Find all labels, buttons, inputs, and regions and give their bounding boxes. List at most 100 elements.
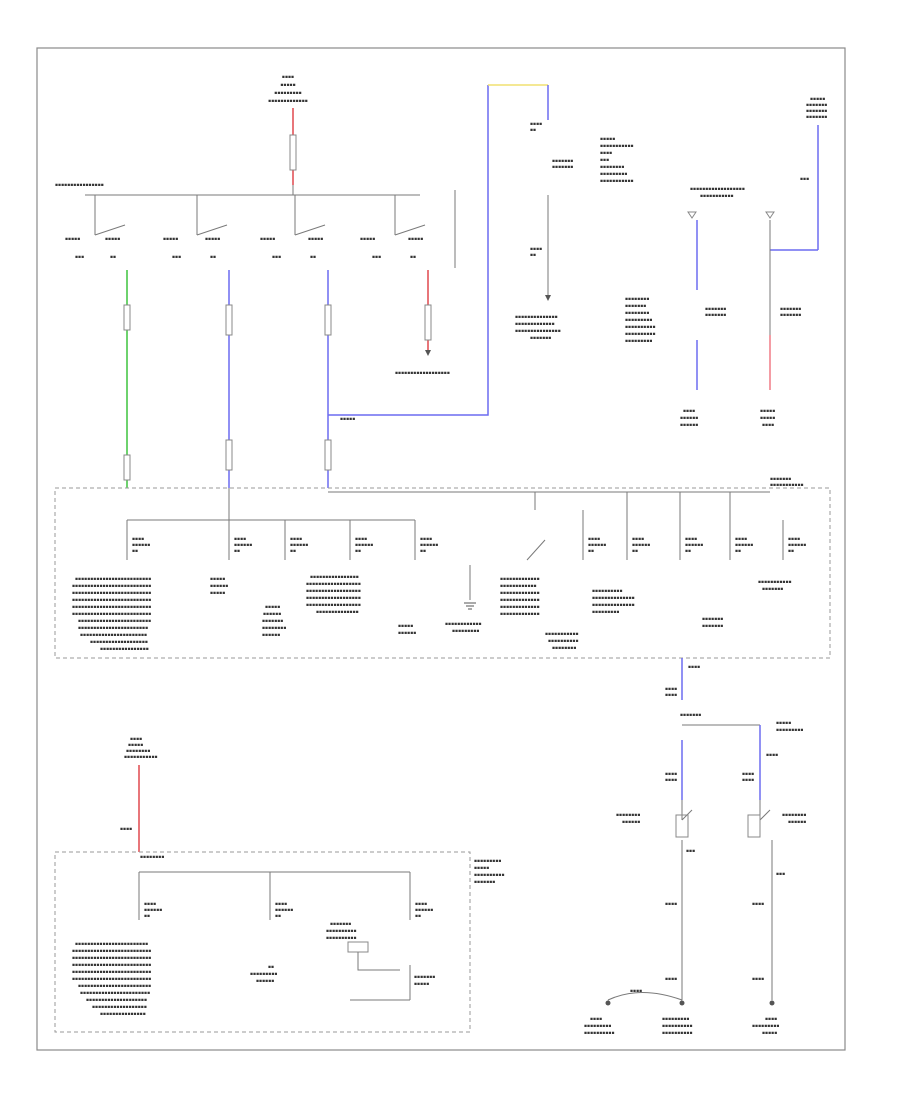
connector-icon — [225, 304, 233, 336]
fuse-icon: ▪▪▪▪▪▪▪▪▪▪▪▪ — [228, 520, 252, 560]
svg-text:▪▪: ▪▪ — [268, 965, 274, 970]
svg-text:▪▪▪▪▪: ▪▪▪▪▪ — [474, 866, 489, 871]
svg-text:▪▪▪▪▪▪▪: ▪▪▪▪▪▪▪ — [552, 165, 573, 170]
svg-text:▪▪▪▪▪▪▪▪: ▪▪▪▪▪▪▪▪ — [625, 311, 649, 316]
center-relay-block: ▪▪▪▪ ▪▪ ▪▪▪▪▪▪▪ ▪▪▪▪▪▪▪ ▪▪▪▪▪ ▪▪▪▪▪▪▪▪▪▪… — [515, 122, 634, 341]
svg-text:▪▪▪▪▪▪: ▪▪▪▪▪▪ — [263, 612, 281, 617]
svg-text:▪▪▪▪: ▪▪▪▪ — [665, 693, 677, 698]
svg-text:▪▪▪▪▪▪▪: ▪▪▪▪▪▪▪ — [414, 975, 435, 980]
junction-fuse-taps: ▪▪▪▪▪▪▪▪▪▪▪▪ ▪▪▪▪▪▪▪▪▪▪▪▪ ▪▪▪▪▪▪▪▪▪▪▪▪ ▪… — [126, 492, 806, 561]
svg-text:▪▪: ▪▪ — [632, 549, 638, 554]
switch-output-wires: ▪▪▪▪▪▪▪▪▪▪▪▪▪▪▪▪▪▪ — [123, 270, 450, 488]
svg-text:▪▪▪▪: ▪▪▪▪ — [632, 537, 644, 542]
svg-text:▪▪▪▪▪▪: ▪▪▪▪▪▪ — [420, 543, 438, 548]
svg-text:▪▪▪▪: ▪▪▪▪ — [130, 737, 142, 742]
svg-text:▪▪▪▪▪▪▪▪▪: ▪▪▪▪▪▪▪▪▪ — [474, 859, 501, 864]
fuse-icon: ▪▪▪▪▪▪▪▪▪▪▪▪ — [729, 492, 753, 560]
svg-text:▪▪▪▪▪: ▪▪▪▪▪ — [210, 577, 225, 582]
svg-text:▪▪▪▪▪▪▪▪▪▪▪▪▪▪▪▪▪▪▪▪▪▪▪▪▪▪: ▪▪▪▪▪▪▪▪▪▪▪▪▪▪▪▪▪▪▪▪▪▪▪▪▪▪ — [72, 970, 151, 975]
svg-text:▪▪▪▪▪▪▪▪▪▪▪▪▪▪▪▪▪▪▪▪▪▪▪▪: ▪▪▪▪▪▪▪▪▪▪▪▪▪▪▪▪▪▪▪▪▪▪▪▪ — [75, 942, 148, 947]
svg-text:▪▪▪▪▪▪: ▪▪▪▪▪▪ — [275, 908, 293, 913]
diagram-frame — [36, 47, 846, 1051]
svg-text:▪▪▪▪▪▪▪▪▪▪▪▪▪▪▪▪▪▪▪▪▪▪▪▪▪▪: ▪▪▪▪▪▪▪▪▪▪▪▪▪▪▪▪▪▪▪▪▪▪▪▪▪▪ — [72, 956, 151, 961]
svg-text:▪▪▪▪▪▪▪▪▪: ▪▪▪▪▪▪▪▪▪ — [452, 629, 479, 634]
svg-text:▪▪▪▪: ▪▪▪▪ — [685, 537, 697, 542]
connector-icon — [324, 439, 332, 471]
svg-text:▪▪▪▪▪▪: ▪▪▪▪▪▪ — [256, 979, 274, 984]
svg-text:▪▪▪▪▪: ▪▪▪▪▪ — [260, 237, 275, 242]
svg-text:▪▪▪▪▪▪▪▪▪▪▪▪▪▪▪: ▪▪▪▪▪▪▪▪▪▪▪▪▪▪▪ — [100, 1012, 146, 1017]
svg-text:▪▪▪▪▪▪▪▪▪▪▪▪▪: ▪▪▪▪▪▪▪▪▪▪▪▪▪ — [500, 605, 540, 610]
switch-icon — [747, 800, 771, 838]
svg-text:▪▪: ▪▪ — [530, 128, 536, 133]
svg-text:▪▪: ▪▪ — [310, 255, 316, 260]
switch-icon: ▪▪▪▪▪ ▪▪▪▪▪ ▪▪▪ ▪▪ — [360, 195, 426, 260]
svg-text:▪▪▪▪: ▪▪▪▪ — [765, 1017, 777, 1022]
svg-text:▪▪▪▪▪▪: ▪▪▪▪▪▪ — [132, 543, 150, 548]
svg-text:▪▪▪: ▪▪▪ — [75, 255, 84, 260]
svg-text:▪▪▪▪▪▪▪: ▪▪▪▪▪▪▪ — [680, 713, 701, 718]
svg-text:▪▪▪▪▪: ▪▪▪▪▪ — [163, 237, 178, 242]
svg-text:▪▪▪▪▪▪▪▪▪▪▪▪▪: ▪▪▪▪▪▪▪▪▪▪▪▪▪ — [500, 577, 540, 582]
svg-text:▪▪▪▪▪▪▪: ▪▪▪▪▪▪▪ — [705, 313, 726, 318]
connector-icon — [424, 304, 432, 341]
svg-text:▪▪▪▪▪▪: ▪▪▪▪▪▪ — [355, 543, 373, 548]
fuse-icon — [765, 211, 775, 219]
svg-text:▪▪▪▪▪▪: ▪▪▪▪▪▪ — [622, 820, 640, 825]
ground-icon — [464, 602, 476, 610]
svg-text:▪▪▪▪: ▪▪▪▪ — [752, 977, 764, 982]
blue-feed-top: ▪▪▪▪▪ — [328, 84, 549, 422]
svg-text:▪▪▪▪▪▪▪▪: ▪▪▪▪▪▪▪▪ — [616, 813, 640, 818]
svg-text:▪▪▪▪▪: ▪▪▪▪▪ — [210, 591, 225, 596]
svg-text:▪▪▪▪: ▪▪▪▪ — [530, 122, 542, 127]
svg-text:▪▪▪▪▪▪▪: ▪▪▪▪▪▪▪ — [806, 109, 827, 114]
svg-text:▪▪▪▪▪▪▪▪: ▪▪▪▪▪▪▪▪ — [262, 626, 286, 631]
svg-text:▪▪▪▪▪▪▪: ▪▪▪▪▪▪▪ — [806, 115, 827, 120]
svg-text:▪▪▪▪: ▪▪▪▪ — [665, 772, 677, 777]
svg-text:▪▪▪▪▪▪▪▪▪▪▪▪▪: ▪▪▪▪▪▪▪▪▪▪▪▪▪ — [500, 598, 540, 603]
svg-text:▪▪▪▪▪: ▪▪▪▪▪ — [65, 237, 80, 242]
svg-text:▪▪▪▪▪▪▪▪▪▪▪▪▪▪▪▪▪▪▪▪▪▪▪▪▪▪: ▪▪▪▪▪▪▪▪▪▪▪▪▪▪▪▪▪▪▪▪▪▪▪▪▪▪ — [72, 949, 151, 954]
svg-text:▪▪▪▪▪▪: ▪▪▪▪▪▪ — [788, 543, 806, 548]
svg-text:▪▪▪▪▪: ▪▪▪▪▪ — [308, 237, 323, 242]
svg-text:▪▪▪▪: ▪▪▪▪ — [234, 537, 246, 542]
svg-text:▪▪▪▪▪▪▪▪▪▪▪▪▪▪▪▪▪▪: ▪▪▪▪▪▪▪▪▪▪▪▪▪▪▪▪▪▪ — [306, 589, 361, 594]
svg-text:▪▪▪▪▪▪▪▪▪▪▪: ▪▪▪▪▪▪▪▪▪▪▪ — [700, 194, 734, 199]
svg-text:▪▪▪: ▪▪▪ — [272, 255, 281, 260]
svg-text:▪▪▪▪▪: ▪▪▪▪▪ — [810, 97, 825, 102]
svg-text:▪▪▪▪▪: ▪▪▪▪▪ — [265, 605, 280, 610]
fuse-icon: ▪▪▪▪▪▪▪▪▪▪▪▪ — [138, 872, 162, 920]
svg-text:▪▪▪▪▪▪▪▪▪: ▪▪▪▪▪▪▪▪▪ — [776, 728, 803, 733]
ignition-switch-group: ▪▪▪▪▪▪▪▪▪▪▪▪▪▪▪▪ ▪▪▪▪▪ ▪▪▪▪▪ ▪▪▪ ▪▪ ▪▪▪▪… — [55, 183, 456, 268]
svg-text:▪▪▪▪▪: ▪▪▪▪▪ — [398, 624, 413, 629]
svg-text:▪▪▪▪▪▪▪▪▪▪: ▪▪▪▪▪▪▪▪▪▪ — [326, 936, 357, 941]
svg-text:▪▪▪▪▪▪▪▪▪▪▪: ▪▪▪▪▪▪▪▪▪▪▪ — [758, 580, 792, 585]
svg-text:▪▪▪▪▪▪▪▪▪: ▪▪▪▪▪▪▪▪▪ — [250, 972, 277, 977]
svg-text:▪▪▪▪▪▪▪▪▪▪▪: ▪▪▪▪▪▪▪▪▪▪▪ — [545, 632, 579, 637]
svg-text:▪▪▪▪▪▪▪▪▪: ▪▪▪▪▪▪▪▪▪ — [752, 1024, 779, 1029]
svg-text:▪▪▪▪▪▪▪▪▪▪▪▪▪: ▪▪▪▪▪▪▪▪▪▪▪▪▪ — [500, 612, 540, 617]
svg-text:▪▪: ▪▪ — [788, 549, 794, 554]
svg-text:▪▪▪▪: ▪▪▪▪ — [290, 537, 302, 542]
svg-text:▪▪▪▪▪: ▪▪▪▪▪ — [205, 237, 220, 242]
svg-text:▪▪▪▪▪▪▪▪▪▪: ▪▪▪▪▪▪▪▪▪▪ — [662, 1031, 693, 1036]
svg-text:▪▪▪▪: ▪▪▪▪ — [788, 537, 800, 542]
svg-text:▪▪: ▪▪ — [588, 549, 594, 554]
fuse-icon: ▪▪▪▪▪▪▪▪▪▪▪▪ — [414, 520, 438, 560]
svg-text:▪▪▪▪▪▪▪▪: ▪▪▪▪▪▪▪▪ — [126, 749, 150, 754]
svg-text:▪▪▪▪▪▪▪▪▪▪: ▪▪▪▪▪▪▪▪▪▪ — [592, 589, 623, 594]
svg-text:▪▪▪▪▪: ▪▪▪▪▪ — [105, 237, 120, 242]
fuse-icon: ▪▪▪▪▪▪▪▪▪▪▪▪ — [782, 520, 806, 560]
svg-text:▪▪▪▪▪▪▪▪▪▪▪▪▪▪▪▪▪▪▪▪▪▪: ▪▪▪▪▪▪▪▪▪▪▪▪▪▪▪▪▪▪▪▪▪▪ — [80, 633, 147, 638]
svg-text:▪▪▪▪▪▪▪▪▪▪▪▪▪▪▪▪▪▪▪▪▪▪▪▪: ▪▪▪▪▪▪▪▪▪▪▪▪▪▪▪▪▪▪▪▪▪▪▪▪ — [78, 619, 151, 624]
svg-text:▪▪▪▪▪▪▪▪▪▪▪▪▪▪▪▪▪▪: ▪▪▪▪▪▪▪▪▪▪▪▪▪▪▪▪▪▪ — [690, 187, 745, 192]
svg-text:▪▪▪▪▪▪▪▪▪▪: ▪▪▪▪▪▪▪▪▪▪ — [625, 332, 656, 337]
svg-text:▪▪▪▪: ▪▪▪▪ — [415, 902, 427, 907]
svg-text:▪▪▪▪: ▪▪▪▪ — [275, 902, 287, 907]
svg-text:▪▪▪▪▪▪▪▪▪▪▪▪▪▪▪▪▪▪▪▪▪▪▪: ▪▪▪▪▪▪▪▪▪▪▪▪▪▪▪▪▪▪▪▪▪▪▪ — [78, 626, 148, 631]
svg-text:▪▪▪▪▪▪▪▪▪: ▪▪▪▪▪▪▪▪▪ — [625, 318, 652, 323]
upper-load-labels: ▪▪▪▪▪▪▪▪▪▪▪▪▪▪▪▪▪▪▪▪▪▪▪▪▪ ▪▪▪▪▪▪▪▪▪▪▪▪▪▪… — [72, 565, 792, 652]
top-fuse-feed: ▪▪▪▪ ▪▪▪▪▪ ▪▪▪▪▪▪▪▪▪ ▪▪▪▪▪▪▪▪▪▪▪▪▪ — [268, 75, 308, 195]
fuse-icon — [289, 134, 297, 171]
